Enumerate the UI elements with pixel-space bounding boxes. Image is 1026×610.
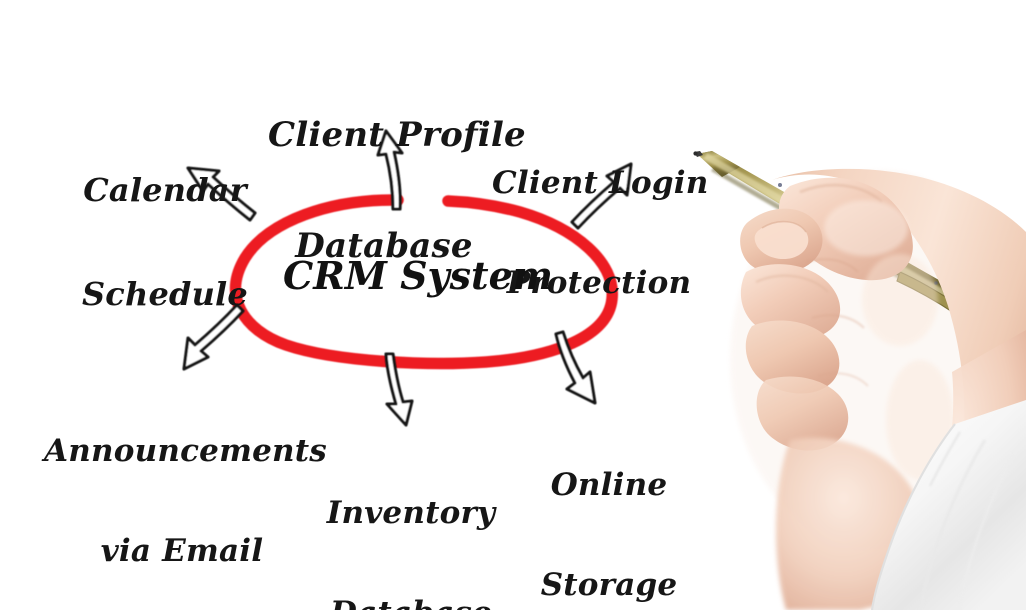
label-online-storage: Online Storage <box>530 402 688 610</box>
label-line: Calendar <box>83 171 247 210</box>
arrow-to-client-login-protection <box>570 162 633 230</box>
label-line: Client Login <box>492 164 709 201</box>
label-line: Protection <box>506 265 692 302</box>
label-line: Database <box>318 596 504 610</box>
label-client-profile-database: Client Profile Database <box>268 44 526 338</box>
label-inventory-database: Inventory Database <box>318 430 504 610</box>
center-ellipse <box>229 194 618 370</box>
label-line: Schedule <box>82 274 248 313</box>
label-line: Storage <box>540 567 678 604</box>
shirt-cuff <box>870 400 1026 610</box>
label-line: Database <box>295 225 473 266</box>
arrow-to-inventory-database <box>384 352 414 427</box>
arrow-to-client-profile-database <box>376 129 404 211</box>
label-announcements-via-email: Announcements via Email <box>44 368 327 610</box>
label-line: Inventory <box>326 494 496 531</box>
center-label-crm-system: CRM System <box>283 253 553 298</box>
label-line: Client Profile <box>268 115 526 156</box>
label-line: Online <box>550 466 668 503</box>
label-client-login-protection: Client Login Protection <box>492 100 709 368</box>
arrow-to-calendar-schedule <box>186 166 257 222</box>
arrow-to-online-storage <box>554 330 597 405</box>
label-line: Announcements <box>44 432 327 469</box>
hand-with-pen-photo <box>693 151 1026 610</box>
label-calendar-schedule: Calendar Schedule <box>72 104 258 380</box>
label-line: via Email <box>100 533 264 570</box>
arrow-to-announcements-via-email <box>182 303 245 371</box>
